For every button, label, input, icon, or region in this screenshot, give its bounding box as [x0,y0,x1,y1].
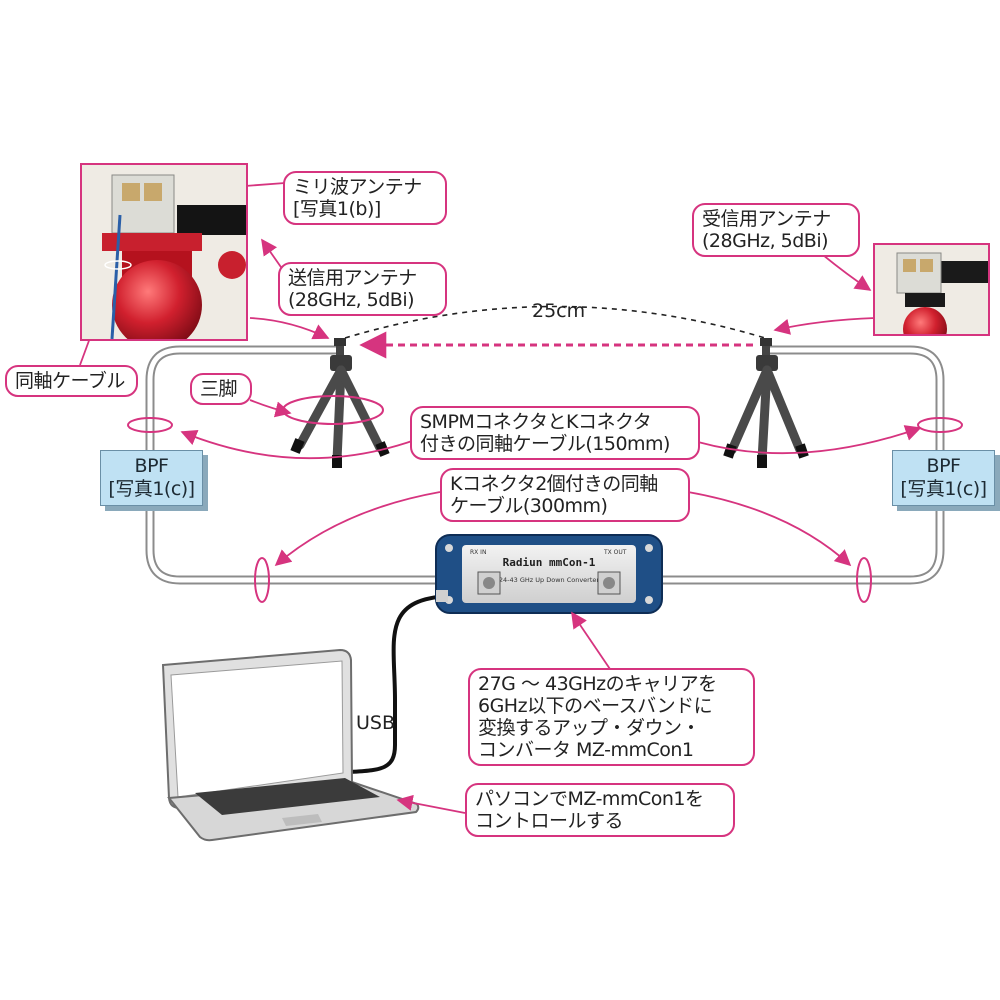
callout-coax: 同軸ケーブル [5,365,138,397]
callout-tx-antenna: 送信用アンテナ (28GHz, 5dBi) [278,262,447,316]
callout-converter-line3: 変換するアップ・ダウン・ [478,717,701,739]
bpf-right-line2: [写真1(c)] [900,478,987,500]
callout-tx-antenna-line1: 送信用アンテナ [288,267,417,289]
bpf-left-line1: BPF [134,455,169,477]
usb-label: USB [356,712,396,734]
callout-smpm-cable-line2: 付きの同軸ケーブル(150mm) [420,433,670,455]
callout-rx-antenna-line1: 受信用アンテナ [702,208,831,230]
callout-smpm-cable: SMPMコネクタとKコネクタ 付きの同軸ケーブル(150mm) [410,406,700,460]
device-port-left-label: RX IN [470,549,486,556]
callout-converter-line2: 6GHz以下のベースバンドに [478,695,713,717]
callout-rx-antenna-line2: (28GHz, 5dBi) [702,230,829,252]
callout-rx-antenna: 受信用アンテナ (28GHz, 5dBi) [692,203,860,257]
callout-k-cable-line2: ケーブル(300mm) [450,495,608,517]
callout-tripod: 三脚 [190,373,252,405]
tx-antenna-photo [80,163,248,341]
callout-converter-line1: 27G ～ 43GHzのキャリアを [478,673,717,695]
callout-k-cable: Kコネクタ2個付きの同軸 ケーブル(300mm) [440,468,690,522]
right-tripod [723,338,809,468]
converter-device: Radiun mmCon-1 24-43 GHz Up Down Convert… [435,534,663,614]
laptop [161,648,420,842]
callout-tripod-text: 三脚 [200,378,238,400]
usb-cable [349,594,449,774]
callout-tx-antenna-line2: (28GHz, 5dBi) [288,289,415,311]
device-brand: Radiun mmCon-1 [503,556,596,569]
bpf-right: BPF [写真1(c)] [892,450,995,506]
callout-pc-control-line2: コントロールする [475,810,624,832]
distance-label: 25cm [532,300,586,322]
callout-mm-antenna-line1: ミリ波アンテナ [293,176,422,198]
callout-mm-antenna-line2: [写真1(b)] [293,198,381,220]
callout-mm-antenna: ミリ波アンテナ [写真1(b)] [283,171,447,225]
distance-arc [344,305,766,339]
callout-k-cable-line1: Kコネクタ2個付きの同軸 [450,473,658,495]
left-tripod [282,338,390,468]
callout-converter-line4: コンバータ MZ-mmCon1 [478,739,694,761]
rx-antenna-photo [873,243,990,336]
bpf-left: BPF [写真1(c)] [100,450,203,506]
device-port-right-label: TX OUT [603,549,627,556]
callout-arrows [79,178,922,814]
bpf-left-line2: [写真1(c)] [108,478,195,500]
callout-pc-control: パソコンでMZ-mmCon1を コントロールする [465,783,735,837]
callout-pc-control-line1: パソコンでMZ-mmCon1を [475,788,704,810]
bpf-right-line1: BPF [926,455,961,477]
callout-converter: 27G ～ 43GHzのキャリアを 6GHz以下のベースバンドに 変換するアップ… [468,668,755,766]
callout-coax-text: 同軸ケーブル [15,370,125,392]
device-subtitle: 24-43 GHz Up Down Converter [499,576,599,584]
callout-smpm-cable-line1: SMPMコネクタとKコネクタ [420,411,652,433]
